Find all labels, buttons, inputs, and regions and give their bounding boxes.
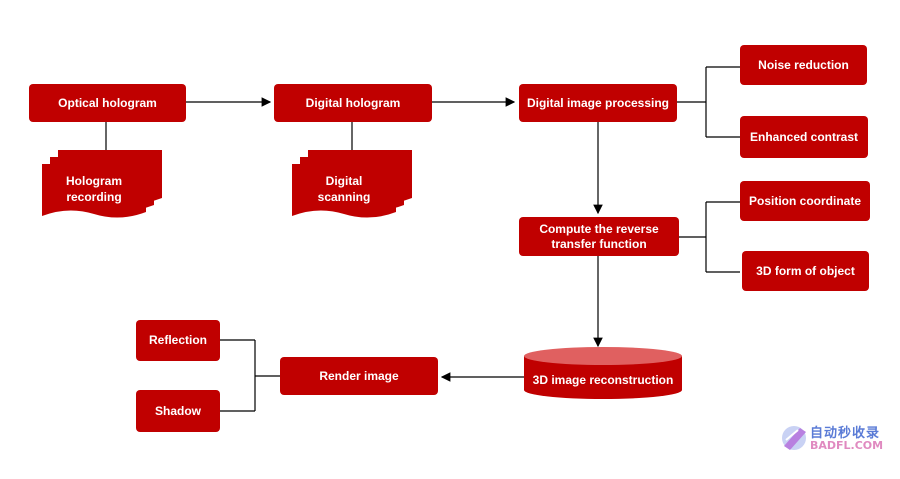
3d-image-reconstruction-text: 3D image reconstruction — [532, 373, 674, 387]
enhanced-contrast-label: Enhanced contrast — [749, 129, 859, 144]
digital-scanning-label: Digital scanning — [292, 173, 396, 205]
digital-scanning-line-2: scanning — [317, 190, 371, 204]
hologram-recording-document-shape — [42, 150, 162, 218]
digital-scanning-line-1: Digital — [325, 174, 363, 188]
watermark-logo-icon — [782, 426, 806, 450]
shadow-node[interactable]: Shadow — [136, 390, 220, 432]
compute-reverse-line-1: Compute the reverse — [539, 221, 659, 236]
watermark: 自动秒收录 BADFL.COM — [780, 420, 890, 456]
render-image-node[interactable]: Render image — [280, 357, 438, 395]
reconstruction-cylinder-shape — [524, 347, 682, 399]
shadow-label: Shadow — [154, 403, 201, 418]
digital-image-processing-node[interactable]: Digital image processing — [519, 84, 677, 122]
noise-reduction-node[interactable]: Noise reduction — [740, 45, 867, 85]
digital-scanning-document-shape — [292, 150, 412, 218]
optical-hologram-node[interactable]: Optical hologram — [29, 84, 186, 122]
hologram-recording-line-1: Hologram — [65, 174, 122, 188]
compute-reverse-transfer-node[interactable]: Compute the reverse transfer function — [519, 217, 679, 256]
hologram-recording-line-2: recording — [66, 190, 122, 204]
watermark-en-text: BADFL.COM — [810, 439, 884, 452]
bracket-processing-outputs — [677, 66, 740, 138]
3d-image-reconstruction-label[interactable]: 3D image reconstruction — [524, 372, 682, 388]
noise-reduction-label: Noise reduction — [758, 57, 849, 72]
hologram-recording-label: Hologram recording — [42, 173, 146, 205]
render-image-label: Render image — [319, 368, 399, 383]
optical-hologram-label: Optical hologram — [58, 95, 157, 110]
3d-form-of-object-label: 3D form of object — [756, 263, 855, 278]
digital-image-processing-label: Digital image processing — [526, 95, 670, 110]
watermark-cn-text: 自动秒收录 — [810, 426, 881, 441]
reflection-node[interactable]: Reflection — [136, 320, 220, 361]
digital-hologram-label: Digital hologram — [305, 95, 401, 110]
bracket-compute-outputs — [679, 201, 740, 273]
position-coordinate-label: Position coordinate — [748, 193, 861, 208]
digital-hologram-node[interactable]: Digital hologram — [274, 84, 432, 122]
enhanced-contrast-node[interactable]: Enhanced contrast — [740, 116, 868, 158]
bracket-render-inputs — [220, 339, 281, 412]
reflection-label: Reflection — [148, 333, 207, 347]
compute-reverse-line-2: transfer function — [551, 236, 647, 251]
position-coordinate-node[interactable]: Position coordinate — [740, 181, 870, 221]
3d-form-of-object-node[interactable]: 3D form of object — [742, 251, 869, 291]
